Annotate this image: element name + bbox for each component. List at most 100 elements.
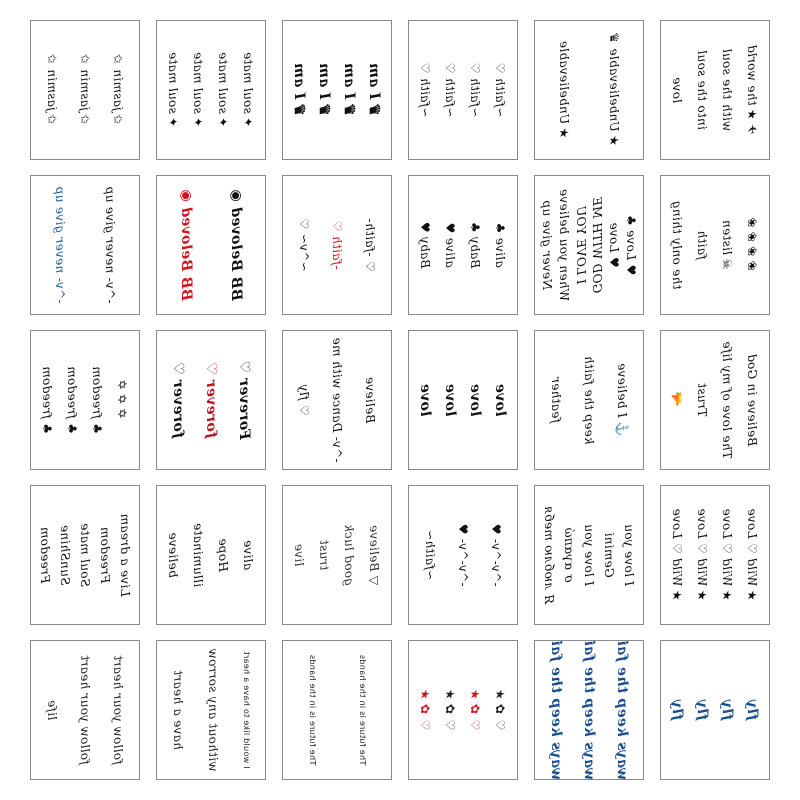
- tattoo-sheet: BB Beloved ◉BB Beloved ◉: [156, 175, 266, 315]
- tattoo-lettering: Always keep the faith: [614, 640, 631, 780]
- tattoo-lettering: ♣ freedom: [90, 366, 105, 434]
- tattoo-lettering: ❀ ❀ ❀ ❀: [745, 218, 760, 272]
- tattoo-lettering: Gemini: [602, 532, 616, 578]
- tattoo-lettering: fly: [694, 699, 711, 721]
- tattoo-sheet: ♛ I am ♛ I am ♛ I am ♛ I am: [282, 20, 392, 160]
- tattoo-lettering: Trust: [695, 383, 710, 417]
- tattoo-artwork: ⚓ I believe keep the faith feather: [539, 336, 639, 464]
- tattoo-lettering: 🔫: [670, 392, 685, 408]
- tattoo-lettering: ♡ -faith-: [363, 218, 378, 272]
- tattoo-lettering: Freedom: [38, 526, 52, 584]
- tattoo-lettering: Forever ♡: [236, 360, 253, 440]
- tattoo-lettering: faith: [695, 230, 710, 260]
- tattoo-lettering: ♥ Love: [607, 222, 622, 268]
- tattoo-lettering: ✡ ✡ ✡: [115, 380, 130, 420]
- tattoo-lettering: -^v-^v- ♥: [456, 523, 471, 587]
- tattoo-lettering: ✦ soul mate: [191, 51, 206, 129]
- tattoo-lettering: σ αγαπώ: [562, 527, 576, 583]
- tattoo-lettering: ♛ I am: [366, 62, 383, 118]
- tattoo-lettering: into the soul: [695, 50, 710, 130]
- tattoo-sheet: ✈ ★ the world with the soul into the soul l…: [660, 20, 770, 160]
- tattoo-lettering: Soul mate: [78, 523, 92, 587]
- tattoo-lettering: ★ Wild ♡ Love: [670, 508, 685, 602]
- tattoo-lettering: -^v-^v- ♥: [489, 523, 504, 587]
- tattoo-lettering: with the soul: [720, 48, 735, 132]
- tattoo-lettering: ♛ I am: [316, 62, 333, 118]
- tattoo-lettering: ♛ I am: [291, 62, 308, 118]
- tattoo-lettering: ♡ ✿ ★: [443, 689, 458, 731]
- tattoo-lettering: love: [670, 76, 685, 104]
- tattoo-artwork: ♡ ✿ ★♡ ✿ ★♡ ✿ ★♡ ✿ ★: [413, 646, 513, 774]
- tattoo-lettering: love: [467, 383, 484, 417]
- tattoo-lettering: ✈ ★ the world: [745, 44, 760, 136]
- tattoo-lettering: -^v- Dance with me: [330, 337, 345, 463]
- tattoo-lettering: ♛ I am: [341, 62, 358, 118]
- tattoo-sheet: ♡ -faith--faith ♡~^v~ ♡: [282, 175, 392, 315]
- tattoo-lettering: Always keep the faith: [547, 640, 564, 780]
- tattoo-lettering: ♣ freedom: [40, 366, 55, 434]
- tattoo-lettering: BB Beloved ◉: [178, 189, 194, 301]
- tattoo-lettering: -^v- never give up: [53, 186, 67, 304]
- tattoo-lettering: feather: [548, 376, 563, 424]
- tattoo-lettering: I love you: [622, 523, 636, 587]
- tattoo-sheet: ✡ ✡ ✡♣ freedom♣ freedom♣ freedom: [30, 330, 140, 470]
- tattoo-sheet: Forever ♡forever ♡forever ♡: [156, 330, 266, 470]
- tattoo-lettering: Believe: [363, 376, 378, 424]
- tattoo-lettering: alive ♥: [443, 222, 458, 268]
- tattoo-artwork: ✡ ✡ ✡♣ freedom♣ freedom♣ freedom: [35, 336, 135, 464]
- tattoo-lettering: fly: [719, 699, 736, 721]
- tattoo-lettering: ⚓ I believe: [615, 362, 630, 438]
- tattoo-sheet: ⚓ I believe keep the faith feather: [534, 330, 644, 470]
- tattoo-lettering: illuminate: [191, 522, 206, 588]
- tattoo-lettering: Always keep the faith: [581, 640, 598, 780]
- tattoo-artwork: -^v-^v- ♥ -^v-^v- ♥ ~faith~: [413, 491, 513, 619]
- tattoo-artwork: ✦ soul mate✦ soul mate✦ soul mate✦ soul …: [161, 26, 261, 154]
- tattoo-sheet: ✦ soul mate✦ soul mate✦ soul mate✦ soul …: [156, 20, 266, 160]
- tattoo-lettering: When you believe: [557, 188, 572, 302]
- tattoo-lettering: ★ Wild ♡ Love: [720, 508, 735, 602]
- tattoo-lettering: have a heart: [171, 670, 186, 750]
- tattoo-lettering: ~faith ♡: [493, 62, 508, 118]
- tattoo-lettering: ✩ jasmin ✩: [78, 54, 93, 126]
- tattoo-artwork: Forever ♡forever ♡forever ♡: [161, 336, 261, 464]
- tattoo-lettering: I LOVE YOU: [573, 205, 588, 285]
- tattoo-artwork: BB Beloved ◉BB Beloved ◉: [161, 181, 261, 309]
- tattoo-artwork: Believe-^v- Dance with me♡ fly: [287, 336, 387, 464]
- tattoo-lettering: keep the faith: [582, 355, 597, 445]
- tattoo-sheet: -^v-^v- ♥ -^v-^v- ♥ ~faith~: [408, 485, 518, 625]
- tattoo-sheet: ★ Wild ♡ Love ★ Wild ♡ Love ★ Wild ♡ Love ★…: [660, 485, 770, 625]
- tattoo-lettering: The future is in the hands: [308, 654, 317, 766]
- tattoo-sheet: -^v- never give up -^v- never give up: [30, 175, 140, 315]
- tattoo-lettering: forever ♡: [203, 361, 220, 439]
- tattoo-artwork: ★ Unbelievable ♛★ Unbelievable: [539, 26, 639, 154]
- tattoo-lettering: ★ Unbelievable: [557, 40, 571, 140]
- tattoo-artwork: ♛ I am ♛ I am ♛ I am ♛ I am: [287, 26, 387, 154]
- tattoo-lettering: ☠ listen: [720, 219, 735, 271]
- tattoo-lettering: love: [442, 383, 459, 417]
- tattoo-lettering: -^v- never give up: [103, 186, 117, 304]
- tattoo-lettering: Never give up: [540, 200, 555, 290]
- tattoo-sheet: ✩ jasmin ✩✩ jasmin ✩✩ jasmin ✩: [30, 20, 140, 160]
- tattoo-sheet: alive ♣Baby ♣alive ♥Baby ♥: [408, 175, 518, 315]
- tattoo-sheet: ♡ ✿ ★♡ ✿ ★♡ ✿ ★♡ ✿ ★: [408, 640, 518, 780]
- tattoo-lettering: ~faith~: [422, 529, 437, 581]
- tattoo-lettering: life: [44, 699, 59, 721]
- tattoo-lettering: the only thing: [670, 200, 685, 290]
- tattoo-lettering: ✩ jasmin ✩: [44, 54, 59, 126]
- tattoo-lettering: ★ Wild ♡ Love: [745, 508, 760, 602]
- tattoo-sheet: Believe-^v- Dance with me♡ fly: [282, 330, 392, 470]
- tattoo-artwork: ✈ ★ the world with the soul into the soul l…: [665, 26, 765, 154]
- tattoo-lettering: ★ Wild ♡ Love: [695, 508, 710, 602]
- tattoo-lettering: ✦ soul mate: [166, 51, 181, 129]
